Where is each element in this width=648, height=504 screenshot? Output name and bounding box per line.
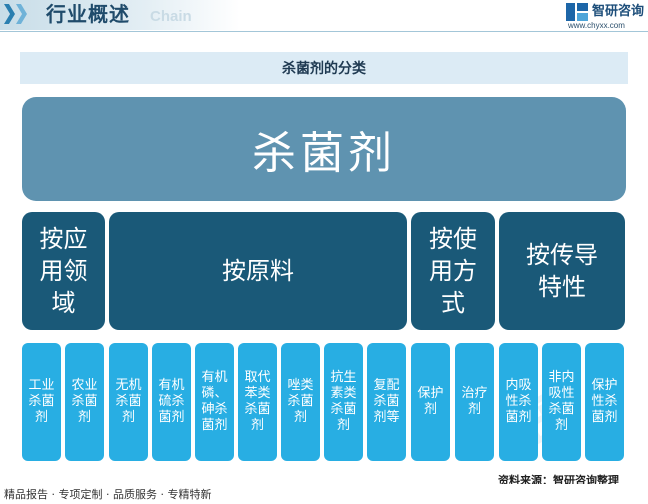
leaf-label: 保护剂	[417, 386, 444, 417]
leaf-label: 无机杀菌剂	[115, 378, 142, 425]
leaf-label: 非内吸性杀菌剂	[548, 370, 575, 433]
leaf-node: 抗生素类杀菌剂	[324, 343, 363, 461]
leaf-label: 取代苯类杀菌剂	[244, 370, 271, 433]
leaf-label: 工业杀菌剂	[28, 378, 55, 425]
leaf-label: 内吸性杀菌剂	[505, 378, 532, 425]
header-divider	[0, 31, 648, 32]
leaf-label: 复配杀菌剂等	[373, 378, 400, 425]
category-raw-material: 按原料	[109, 212, 407, 330]
header-band	[0, 0, 240, 30]
source-note: 资料来源：智研咨询整理	[498, 474, 619, 487]
leaf-node: 取代苯类杀菌剂	[238, 343, 277, 461]
root-label: 杀菌剂	[252, 128, 396, 179]
leaf-label: 农业杀菌剂	[71, 378, 98, 425]
logo-url: www.chyxx.com	[568, 21, 625, 30]
leaf-label: 抗生素类杀菌剂	[330, 370, 357, 433]
root-node: 杀菌剂	[22, 97, 626, 201]
leaf-node: 复配杀菌剂等	[367, 343, 406, 461]
brand-logo: 智研咨询	[566, 3, 644, 21]
leaf-node: 非内吸性杀菌剂	[542, 343, 581, 461]
leaf-label: 治疗剂	[461, 386, 488, 417]
leaf-node: 保护剂	[411, 343, 450, 461]
leaf-row: 工业杀菌剂 农业杀菌剂 无机杀菌剂 有机硫杀菌剂 有机磷、砷杀菌剂 取代苯类杀菌…	[22, 343, 626, 461]
category-label: 按使用方式	[429, 225, 477, 317]
logo-name: 智研咨询	[592, 4, 645, 19]
page-title: 行业概述	[46, 2, 130, 26]
chart-title: 杀菌剂的分类	[282, 61, 366, 77]
category-label: 按传导特性	[526, 241, 598, 301]
leaf-node: 唑类杀菌剂	[281, 343, 320, 461]
leaf-label: 有机硫杀菌剂	[158, 378, 185, 425]
leaf-node: 有机磷、砷杀菌剂	[195, 343, 234, 461]
logo-icon	[566, 3, 588, 21]
leaf-node: 农业杀菌剂	[65, 343, 104, 461]
category-application-field: 按应用领域	[22, 212, 105, 330]
leaf-label: 保护性杀菌剂	[591, 378, 618, 425]
chevron-icon	[4, 4, 28, 24]
category-conduction: 按传导特性	[499, 212, 625, 330]
leaf-node: 治疗剂	[455, 343, 494, 461]
footer-slogan: 精品报告 · 专项定制 · 品质服务 · 专精特新	[4, 488, 212, 501]
category-label: 按原料	[222, 257, 294, 285]
header-watermark: Chain	[150, 8, 192, 25]
footer-band	[0, 484, 648, 504]
leaf-label: 唑类杀菌剂	[287, 378, 314, 425]
chart-title-bar: 杀菌剂的分类	[20, 52, 628, 84]
leaf-node: 无机杀菌剂	[109, 343, 148, 461]
category-usage-method: 按使用方式	[411, 212, 495, 330]
leaf-node: 保护性杀菌剂	[585, 343, 624, 461]
category-label: 按应用领域	[39, 225, 88, 317]
leaf-label: 有机磷、砷杀菌剂	[201, 370, 228, 433]
leaf-node: 有机硫杀菌剂	[152, 343, 191, 461]
leaf-node: 内吸性杀菌剂	[499, 343, 538, 461]
leaf-node: 工业杀菌剂	[22, 343, 61, 461]
